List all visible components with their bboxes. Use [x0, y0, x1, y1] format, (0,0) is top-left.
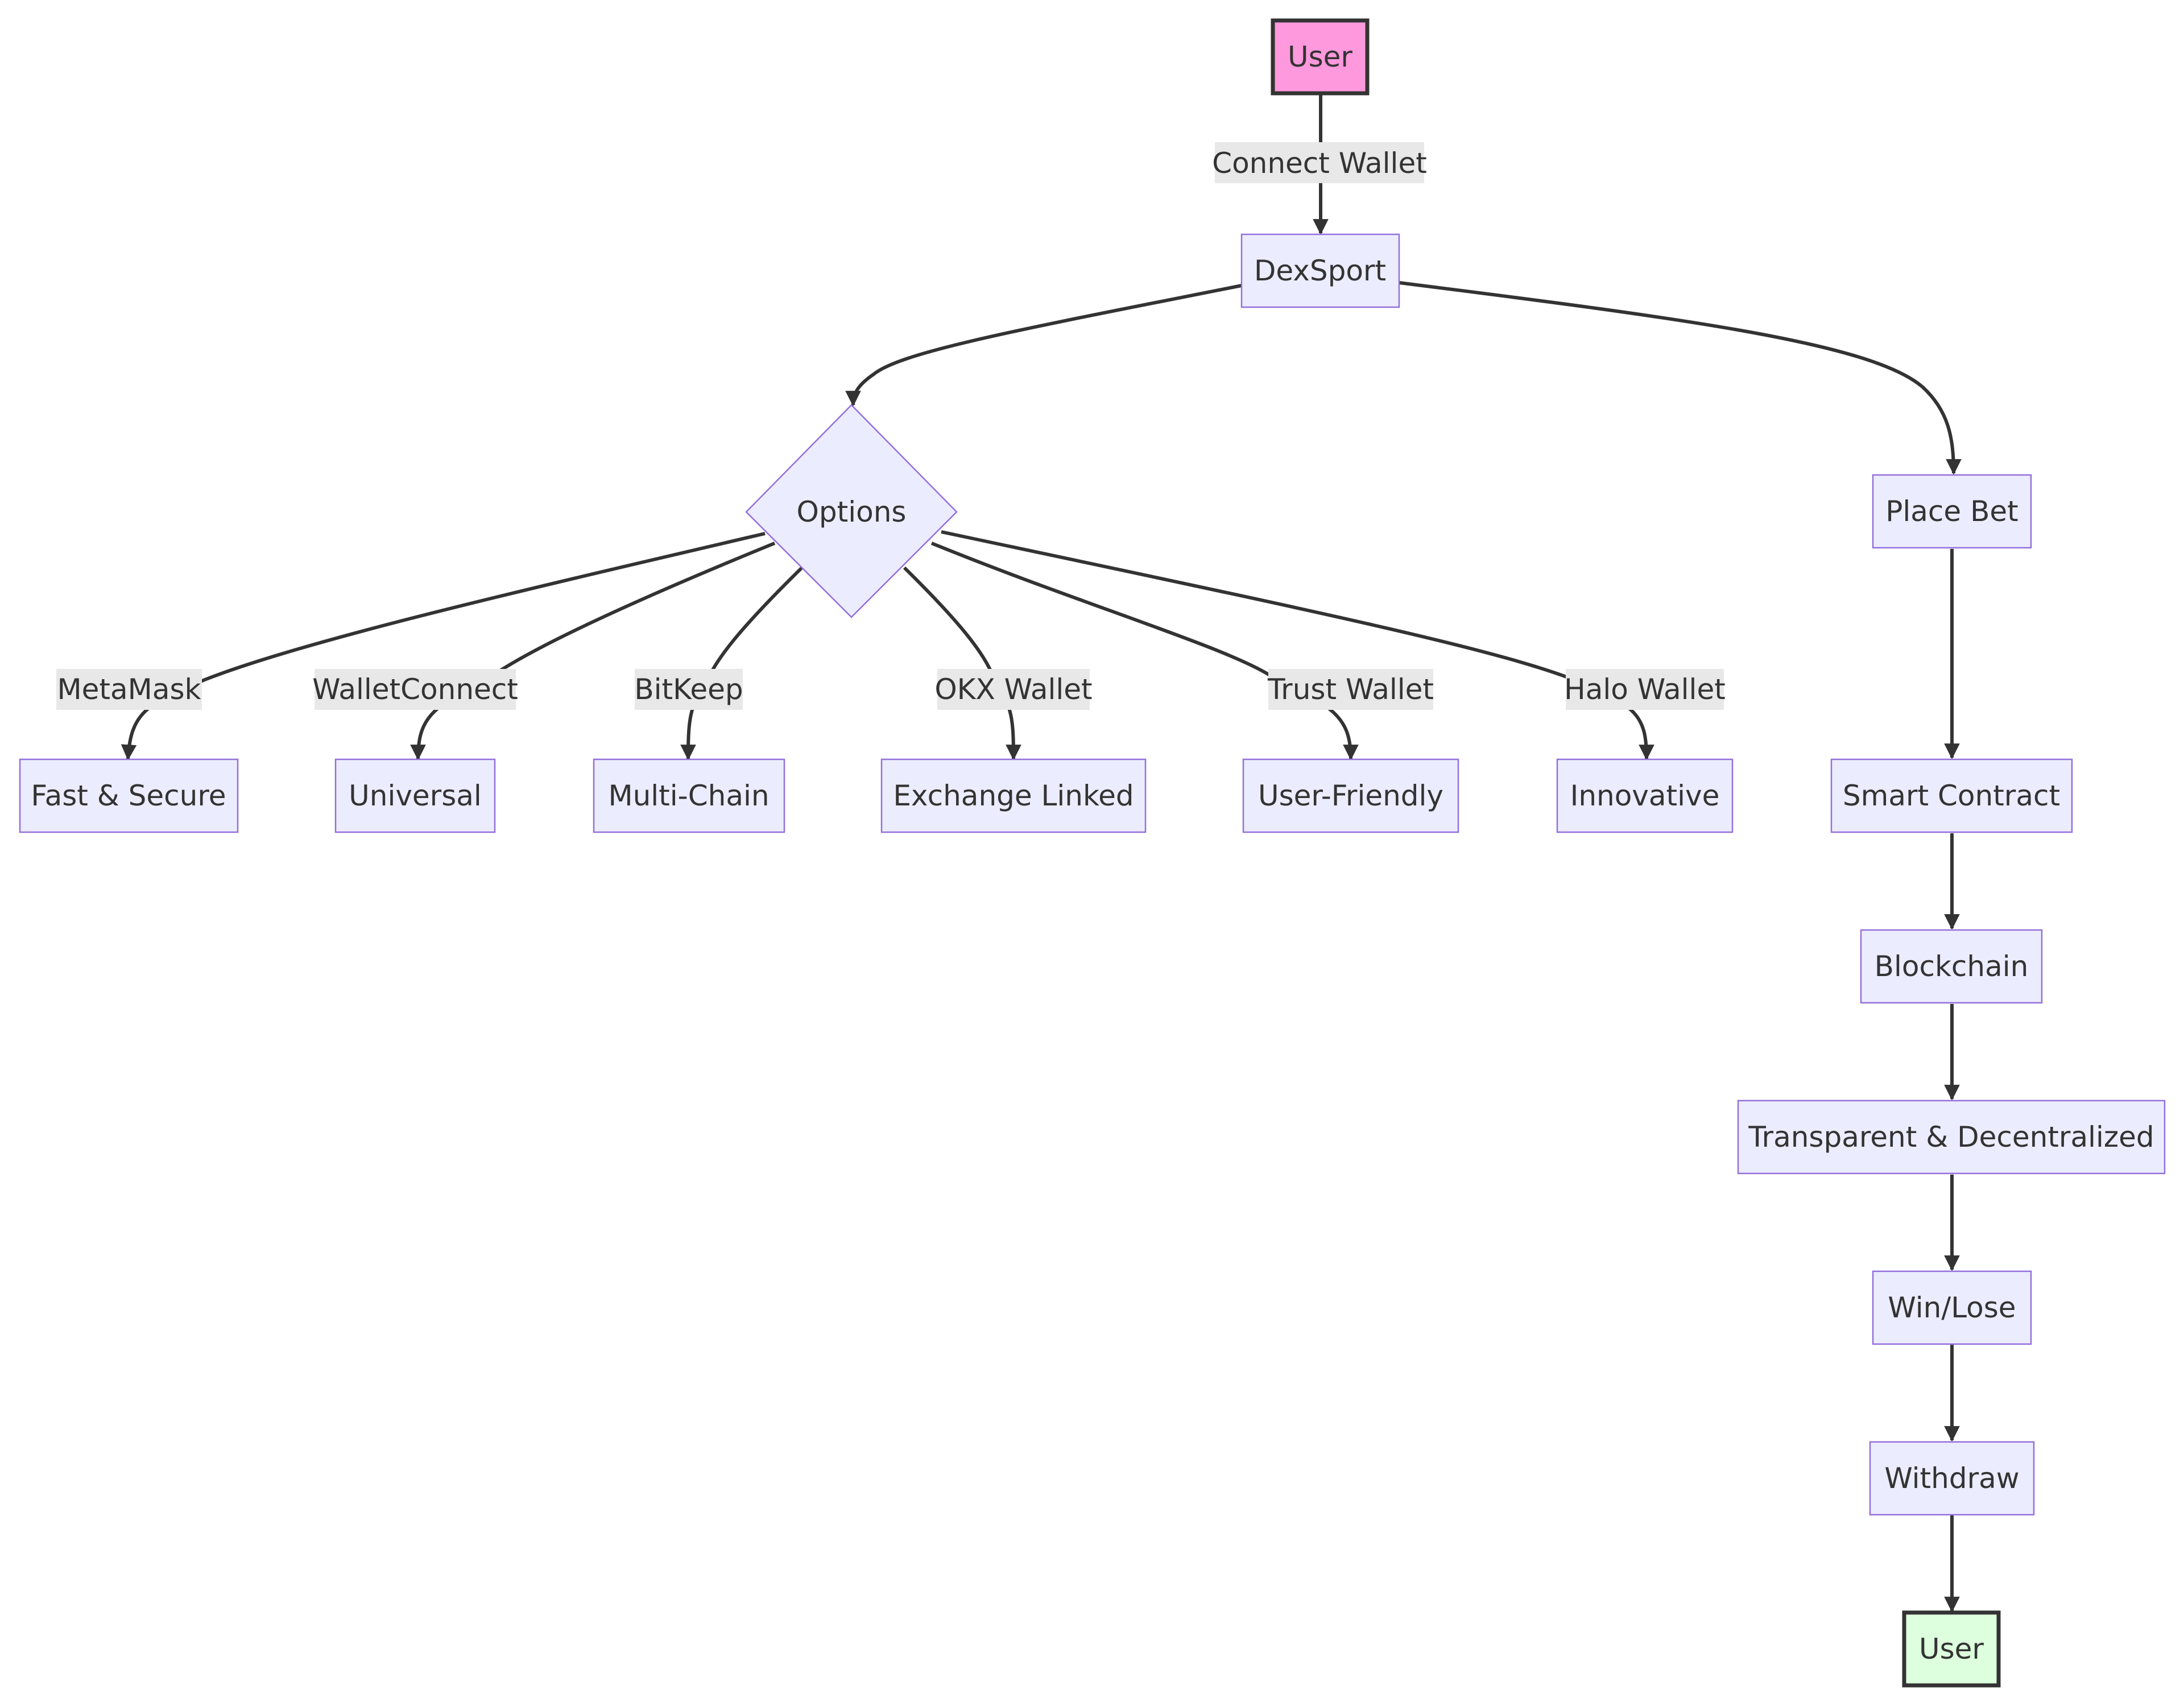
- node-multi-chain[interactable]: Multi-Chain: [593, 758, 785, 833]
- node-transparent-box: [1737, 1099, 2166, 1175]
- node-options-diamond: [745, 404, 958, 618]
- node-place-bet[interactable]: Place Bet: [1872, 474, 2032, 549]
- node-innovative-box: [1556, 758, 1734, 833]
- node-universal[interactable]: Universal: [334, 758, 496, 833]
- node-blockchain-box: [1860, 929, 2043, 1004]
- node-user-start-label: User: [1288, 40, 1352, 73]
- edge-options-to-universal: [410, 542, 776, 760]
- edge-label-trust-wallet-text: Trust Wallet: [1267, 673, 1434, 706]
- node-user-end[interactable]: User: [1902, 1610, 2001, 1688]
- node-user-friendly-label: User-Friendly: [1258, 779, 1443, 812]
- node-options-label: Options: [797, 495, 907, 528]
- edge-labels: Connect Wallet MetaMask WalletConnect Bi…: [56, 142, 1726, 710]
- edge-label-connect-wallet-text: Connect Wallet: [1212, 147, 1427, 180]
- node-user-end-label: User: [1919, 1632, 1984, 1665]
- node-innovative-label: Innovative: [1570, 779, 1720, 812]
- edge-label-okx-wallet: OKX Wallet: [934, 669, 1093, 710]
- node-transparent-label: Transparent & Decentralized: [1748, 1121, 2154, 1154]
- node-win-lose-box: [1872, 1270, 2032, 1345]
- node-withdraw-label: Withdraw: [1884, 1462, 2019, 1495]
- node-blockchain-label: Blockchain: [1875, 950, 2029, 983]
- edge-label-halo-wallet-text: Halo Wallet: [1564, 673, 1726, 706]
- node-fast-secure[interactable]: Fast & Secure: [19, 758, 239, 833]
- edge-dexsport-to-options: [845, 284, 1242, 407]
- node-options[interactable]: Options: [745, 404, 958, 618]
- edge-label-metamask-text: MetaMask: [57, 673, 201, 706]
- node-fast-secure-label: Fast & Secure: [31, 779, 226, 812]
- edge-label-metamask: MetaMask: [56, 669, 202, 710]
- edge-options-to-exchange-linked: [903, 566, 1021, 760]
- node-withdraw[interactable]: Withdraw: [1869, 1441, 2035, 1516]
- node-innovative[interactable]: Innovative: [1556, 758, 1734, 833]
- edge-options-to-user-friendly: [930, 542, 1359, 760]
- node-user-end-box: [1902, 1610, 2001, 1688]
- edge-label-bitkeep-text: BitKeep: [634, 673, 743, 706]
- node-user-friendly-box: [1242, 758, 1459, 833]
- edge-label-halo-wallet: Halo Wallet: [1564, 669, 1726, 710]
- node-universal-label: Universal: [349, 779, 482, 812]
- node-smart-contract-box: [1830, 758, 2073, 833]
- node-dexsport-box: [1240, 233, 1400, 308]
- node-exchange-linked[interactable]: Exchange Linked: [880, 758, 1147, 833]
- nodes: User DexSport Options Place Bet Fast & S…: [19, 18, 2166, 1688]
- node-blockchain[interactable]: Blockchain: [1860, 929, 2043, 1004]
- node-exchange-linked-box: [880, 758, 1147, 833]
- node-transparent[interactable]: Transparent & Decentralized: [1737, 1099, 2166, 1175]
- node-user-friendly[interactable]: User-Friendly: [1242, 758, 1459, 833]
- edge-label-walletconnect: WalletConnect: [312, 669, 518, 710]
- node-smart-contract[interactable]: Smart Contract: [1830, 758, 2073, 833]
- node-multi-chain-label: Multi-Chain: [608, 779, 769, 812]
- node-smart-contract-label: Smart Contract: [1843, 779, 2060, 812]
- node-win-lose-label: Win/Lose: [1888, 1291, 2016, 1324]
- edge-label-connect-wallet: Connect Wallet: [1212, 142, 1427, 183]
- node-exchange-linked-label: Exchange Linked: [893, 779, 1134, 812]
- edge-options-to-multi-chain: [680, 566, 804, 760]
- node-win-lose[interactable]: Win/Lose: [1872, 1270, 2032, 1345]
- edge-label-bitkeep: BitKeep: [634, 669, 743, 710]
- edges: [121, 94, 1962, 1613]
- node-fast-secure-box: [19, 758, 239, 833]
- node-universal-box: [334, 758, 496, 833]
- edge-options-to-innovative: [941, 530, 1654, 760]
- edge-label-walletconnect-text: WalletConnect: [312, 673, 518, 706]
- edge-options-to-fast-secure: [121, 532, 766, 760]
- node-place-bet-box: [1872, 474, 2032, 549]
- node-withdraw-box: [1869, 1441, 2035, 1516]
- node-user-start[interactable]: User: [1271, 18, 1370, 96]
- edge-label-okx-wallet-text: OKX Wallet: [934, 673, 1092, 706]
- edge-label-trust-wallet: Trust Wallet: [1267, 669, 1434, 710]
- edge-dexsport-to-place-bet: [1399, 281, 1962, 475]
- node-user-start-box: [1271, 18, 1370, 96]
- node-multi-chain-box: [593, 758, 785, 833]
- node-dexsport-label: DexSport: [1254, 254, 1386, 287]
- node-dexsport[interactable]: DexSport: [1240, 233, 1400, 308]
- node-place-bet-label: Place Bet: [1885, 495, 2018, 528]
